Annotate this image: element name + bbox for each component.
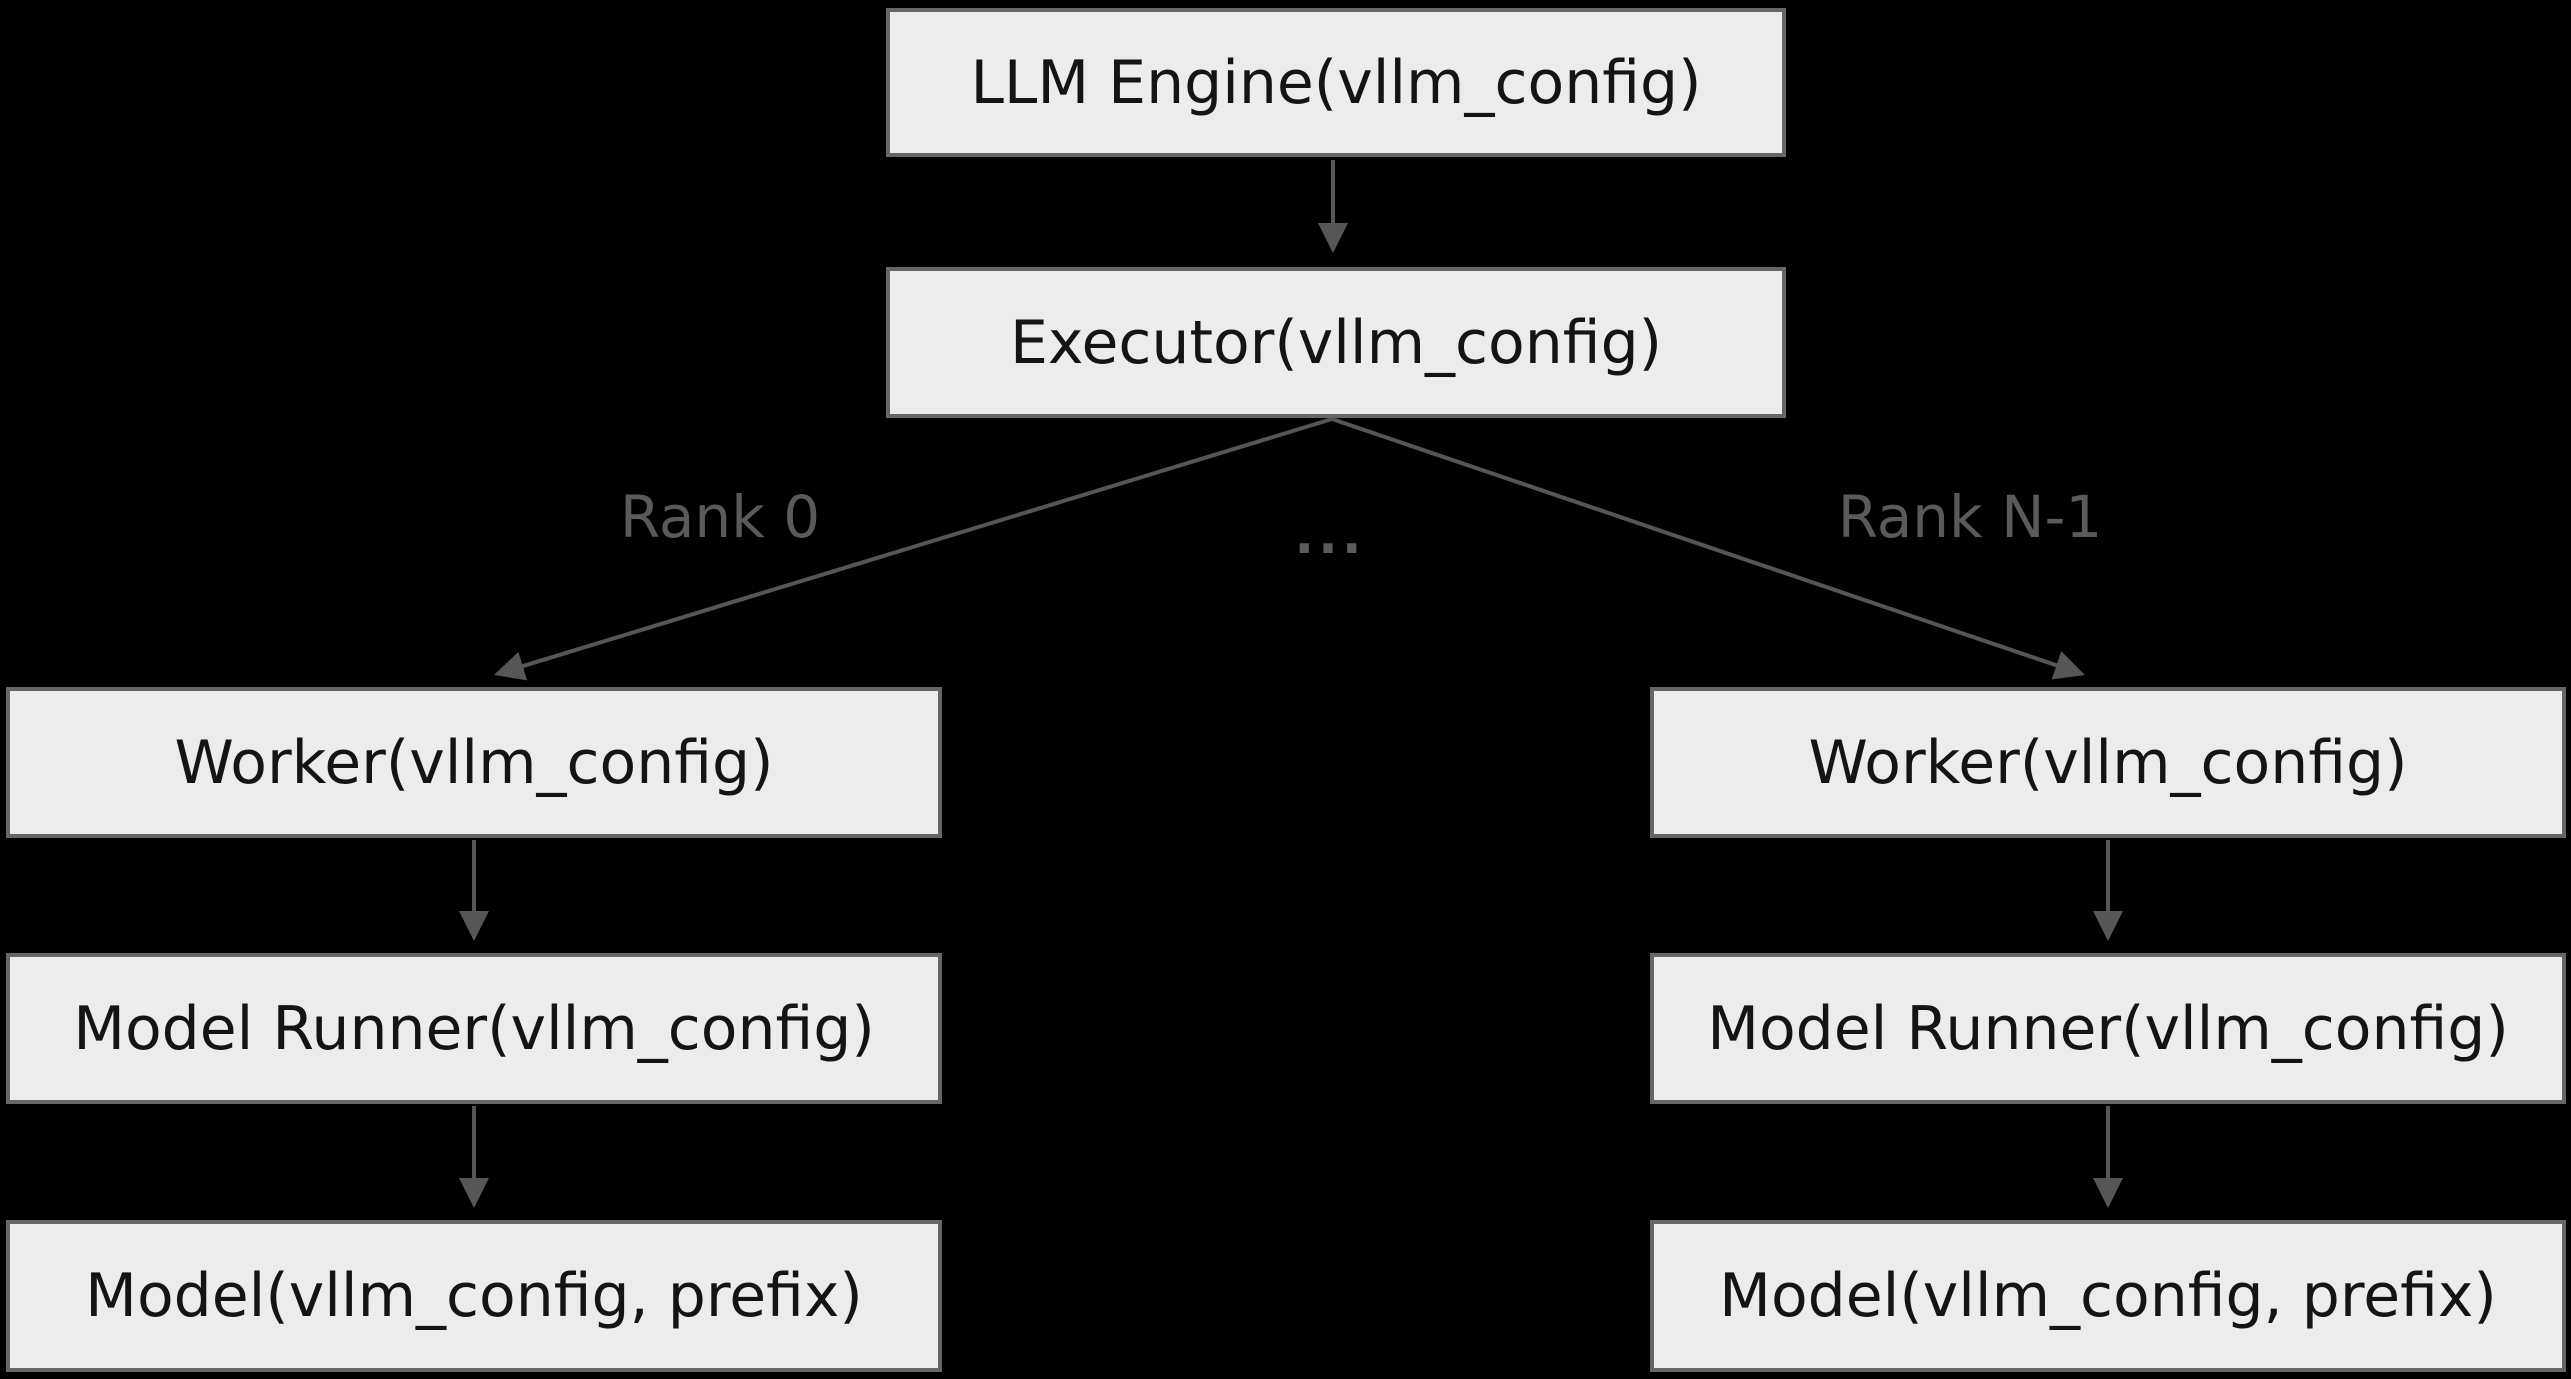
- node-worker-rank0: Worker(vllm_config): [6, 687, 942, 838]
- node-model-runner-rank0: Model Runner(vllm_config): [6, 953, 942, 1104]
- node-worker-rankn-label: Worker(vllm_config): [1808, 727, 2408, 798]
- node-model-runner-rankn: Model Runner(vllm_config): [1650, 953, 2566, 1104]
- node-llm-engine-label: LLM Engine(vllm_config): [970, 47, 1702, 118]
- edge-executor-to-worker-left: [494, 417, 1333, 681]
- node-llm-engine: LLM Engine(vllm_config): [886, 8, 1786, 157]
- node-executor: Executor(vllm_config): [886, 267, 1786, 418]
- node-model-rank0-label: Model(vllm_config, prefix): [85, 1261, 863, 1331]
- node-worker-rank0-label: Worker(vllm_config): [174, 727, 774, 798]
- node-model-rankn-label: Model(vllm_config, prefix): [1719, 1261, 2497, 1331]
- node-model-runner-rank0-label: Model Runner(vllm_config): [73, 993, 875, 1064]
- node-executor-label: Executor(vllm_config): [1009, 307, 1663, 378]
- node-model-rank0: Model(vllm_config, prefix): [6, 1220, 942, 1372]
- edge-executor-to-worker-right: [1331, 417, 2085, 680]
- node-model-runner-rankn-label: Model Runner(vllm_config): [1707, 993, 2509, 1064]
- edge-label-rank-0: Rank 0: [619, 483, 821, 551]
- node-worker-rankn: Worker(vllm_config): [1650, 687, 2566, 838]
- edge-label-ellipsis: ...: [1294, 506, 1366, 566]
- node-model-rankn: Model(vllm_config, prefix): [1650, 1220, 2566, 1372]
- edge-label-rank-n-1: Rank N-1: [1837, 483, 2103, 551]
